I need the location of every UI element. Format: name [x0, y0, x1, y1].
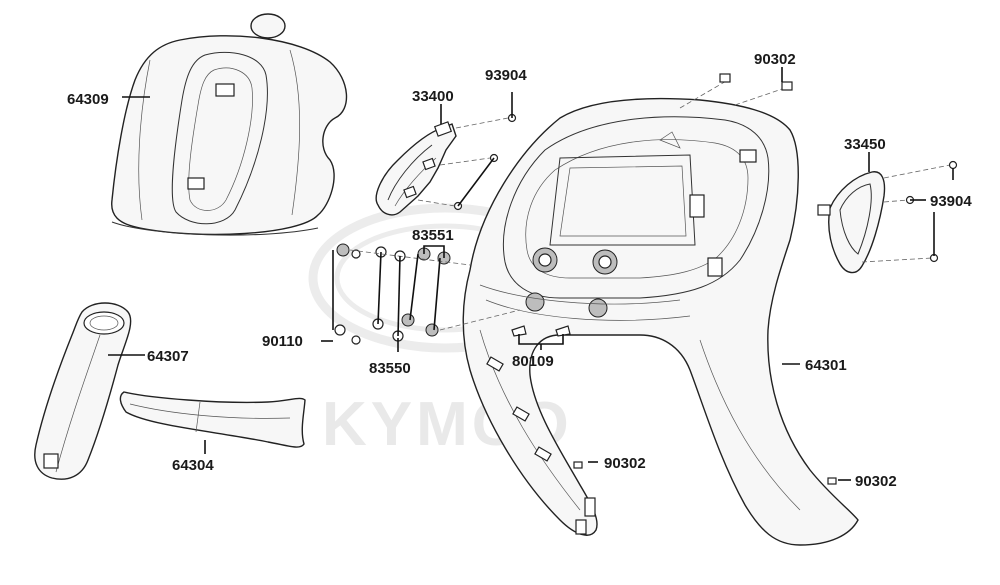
- callout-93904-right: 93904: [930, 193, 972, 210]
- part-grip-cover: [34, 302, 132, 480]
- part-screws-upper: [417, 92, 517, 211]
- callout-64301: 64301: [805, 357, 847, 374]
- callout-64307: 64307: [147, 348, 189, 365]
- callout-80109: 80109: [512, 353, 554, 370]
- part-grommets-bolts: [332, 243, 521, 345]
- callout-90302-lower: 90302: [855, 473, 897, 490]
- callout-83551: 83551: [412, 227, 454, 244]
- callout-labels: 64309 33400 93904 90302 33450 93904 8355…: [67, 51, 972, 490]
- callout-64309: 64309: [67, 91, 109, 108]
- part-rear-top-cover: [111, 13, 348, 236]
- part-trim-strip: [119, 391, 306, 448]
- callout-64304: 64304: [172, 457, 214, 474]
- part-right-lamp: [817, 160, 958, 274]
- callout-90302-mid: 90302: [604, 455, 646, 472]
- callout-93904-upper: 93904: [485, 67, 527, 84]
- callout-33450: 33450: [844, 136, 886, 153]
- leader-lines: [108, 67, 954, 481]
- part-left-lamp: [375, 121, 457, 216]
- callout-90110: 90110: [262, 333, 303, 350]
- callout-83550: 83550: [369, 360, 411, 377]
- callout-90302-top: 90302: [754, 51, 796, 68]
- part-main-rear-body: [462, 73, 859, 546]
- callout-33400: 33400: [412, 88, 454, 105]
